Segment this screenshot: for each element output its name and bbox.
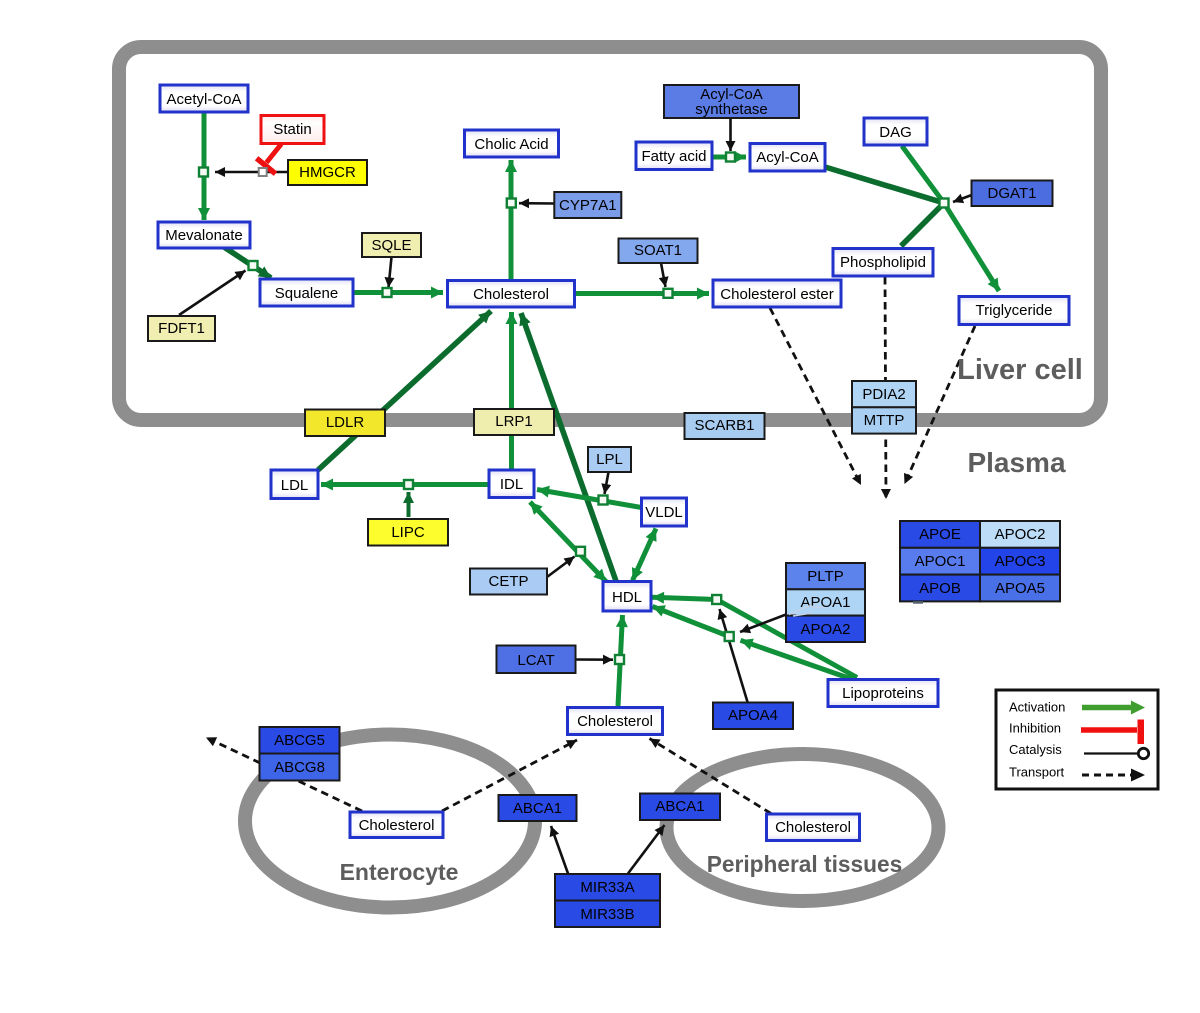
svg-text:Phospholipid: Phospholipid [840, 254, 926, 271]
svg-text:APOB: APOB [919, 580, 961, 597]
svg-text:Fatty acid: Fatty acid [641, 148, 706, 165]
svg-text:LPL: LPL [596, 451, 623, 468]
svg-text:APOC1: APOC1 [915, 553, 966, 570]
svg-text:Catalysis: Catalysis [1009, 742, 1062, 757]
svg-text:Acyl-CoA: Acyl-CoA [756, 149, 819, 166]
svg-text:LCAT: LCAT [517, 652, 554, 669]
svg-text:IDL: IDL [500, 476, 523, 493]
svg-text:Squalene: Squalene [275, 285, 338, 302]
svg-text:ABCA1: ABCA1 [655, 798, 704, 815]
svg-text:ABCG8: ABCG8 [274, 759, 325, 776]
svg-text:Cholesterol: Cholesterol [473, 286, 549, 303]
svg-text:HDL: HDL [612, 589, 642, 606]
svg-text:APOC3: APOC3 [995, 553, 1046, 570]
svg-text:Mevalonate: Mevalonate [165, 227, 243, 244]
svg-text:Inhibition: Inhibition [1009, 721, 1061, 736]
svg-text:SQLE: SQLE [371, 237, 411, 254]
svg-text:VLDL: VLDL [645, 504, 683, 521]
svg-text:SCARB1: SCARB1 [694, 417, 754, 434]
svg-text:FDFT1: FDFT1 [158, 320, 205, 337]
svg-text:CYP7A1: CYP7A1 [559, 197, 617, 214]
svg-text:APOE: APOE [919, 526, 961, 543]
svg-text:Peripheral tissues: Peripheral tissues [707, 851, 902, 877]
svg-text:PLTP: PLTP [807, 568, 843, 585]
svg-text:synthetase: synthetase [695, 101, 768, 118]
svg-text:Statin: Statin [273, 121, 311, 138]
svg-text:Acetyl-CoA: Acetyl-CoA [166, 91, 241, 108]
svg-text:ABCG5: ABCG5 [274, 732, 325, 749]
svg-text:APOA4: APOA4 [728, 707, 778, 724]
svg-text:HMGCR: HMGCR [299, 164, 356, 181]
svg-text:Triglyceride: Triglyceride [976, 302, 1053, 319]
svg-text:APOC2: APOC2 [995, 526, 1046, 543]
svg-text:Liver cell: Liver cell [957, 354, 1083, 386]
svg-text:Plasma: Plasma [967, 447, 1065, 478]
svg-text:DAG: DAG [879, 124, 912, 141]
svg-text:PDIA2: PDIA2 [862, 386, 905, 403]
svg-text:Transport: Transport [1009, 765, 1065, 780]
svg-text:Cholesterol: Cholesterol [577, 713, 653, 730]
svg-text:SOAT1: SOAT1 [634, 242, 682, 259]
svg-text:APOA5: APOA5 [995, 580, 1045, 597]
svg-text:Cholic Acid: Cholic Acid [474, 136, 548, 153]
svg-text:MIR33A: MIR33A [580, 879, 634, 896]
svg-text:Lipoproteins: Lipoproteins [842, 685, 924, 702]
svg-text:ABCA1: ABCA1 [513, 800, 562, 817]
svg-text:Acyl-CoA: Acyl-CoA [700, 86, 763, 103]
svg-text:MTTP: MTTP [864, 412, 905, 429]
svg-text:APOA2: APOA2 [800, 621, 850, 638]
svg-text:MIR33B: MIR33B [580, 906, 634, 923]
svg-text:CETP: CETP [488, 573, 528, 590]
svg-text:LIPC: LIPC [391, 524, 425, 541]
svg-text:Cholesterol ester: Cholesterol ester [720, 286, 833, 303]
svg-text:LRP1: LRP1 [495, 413, 533, 430]
svg-text:LDLR: LDLR [326, 414, 365, 431]
svg-text:Activation: Activation [1009, 699, 1065, 714]
svg-text:Cholesterol: Cholesterol [359, 817, 435, 834]
svg-text:Cholesterol: Cholesterol [775, 819, 851, 836]
svg-text:DGAT1: DGAT1 [988, 185, 1037, 202]
svg-text:Enterocyte: Enterocyte [340, 859, 459, 885]
svg-text:LDL: LDL [281, 477, 309, 494]
